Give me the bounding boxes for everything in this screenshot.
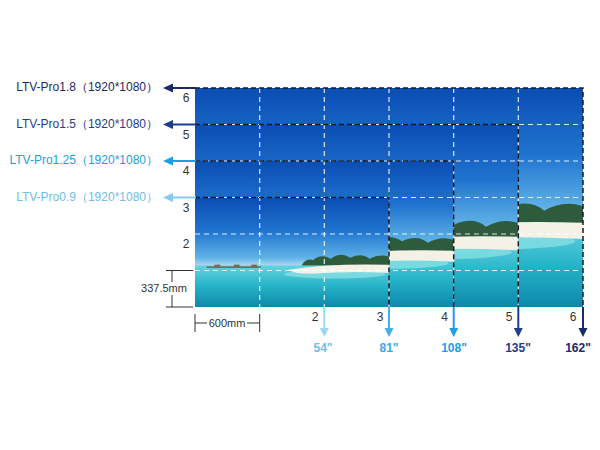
photo-0-9 bbox=[195, 198, 389, 308]
model-label: LTV-Pro1.8（1920*1080） bbox=[16, 81, 158, 95]
screen-size: 162" bbox=[565, 342, 591, 356]
dimension-label: 600mm bbox=[207, 317, 248, 330]
model-label: LTV-Pro1.5（1920*1080） bbox=[16, 118, 158, 132]
row-number: 4 bbox=[183, 165, 190, 179]
screen-size: 81" bbox=[379, 342, 398, 356]
column-number: 3 bbox=[377, 311, 384, 325]
photo-1-5 bbox=[195, 125, 518, 308]
screen-size: 54" bbox=[313, 342, 332, 356]
cabinet-grid bbox=[195, 88, 583, 307]
screen-size: 135" bbox=[505, 342, 531, 356]
row-number: 2 bbox=[183, 238, 190, 252]
row-number: 5 bbox=[183, 129, 190, 143]
screen-size: 108" bbox=[441, 342, 467, 356]
row-number: 6 bbox=[183, 92, 190, 106]
model-label: LTV-Pro1.25（1920*1080） bbox=[9, 154, 158, 168]
column-number: 2 bbox=[312, 311, 319, 325]
column-number: 6 bbox=[570, 311, 577, 325]
dimension-bracket bbox=[166, 271, 260, 333]
size-outline bbox=[195, 88, 583, 307]
photo-1-8 bbox=[195, 88, 583, 307]
row-number: 3 bbox=[183, 202, 190, 216]
size-arrow bbox=[320, 307, 588, 337]
column-number: 5 bbox=[506, 311, 513, 325]
model-arrow bbox=[163, 84, 196, 203]
dimension-label: 337.5mm bbox=[139, 282, 189, 295]
column-number: 4 bbox=[441, 311, 448, 325]
model-label: LTV-Pro0.9（1920*1080） bbox=[16, 191, 158, 205]
